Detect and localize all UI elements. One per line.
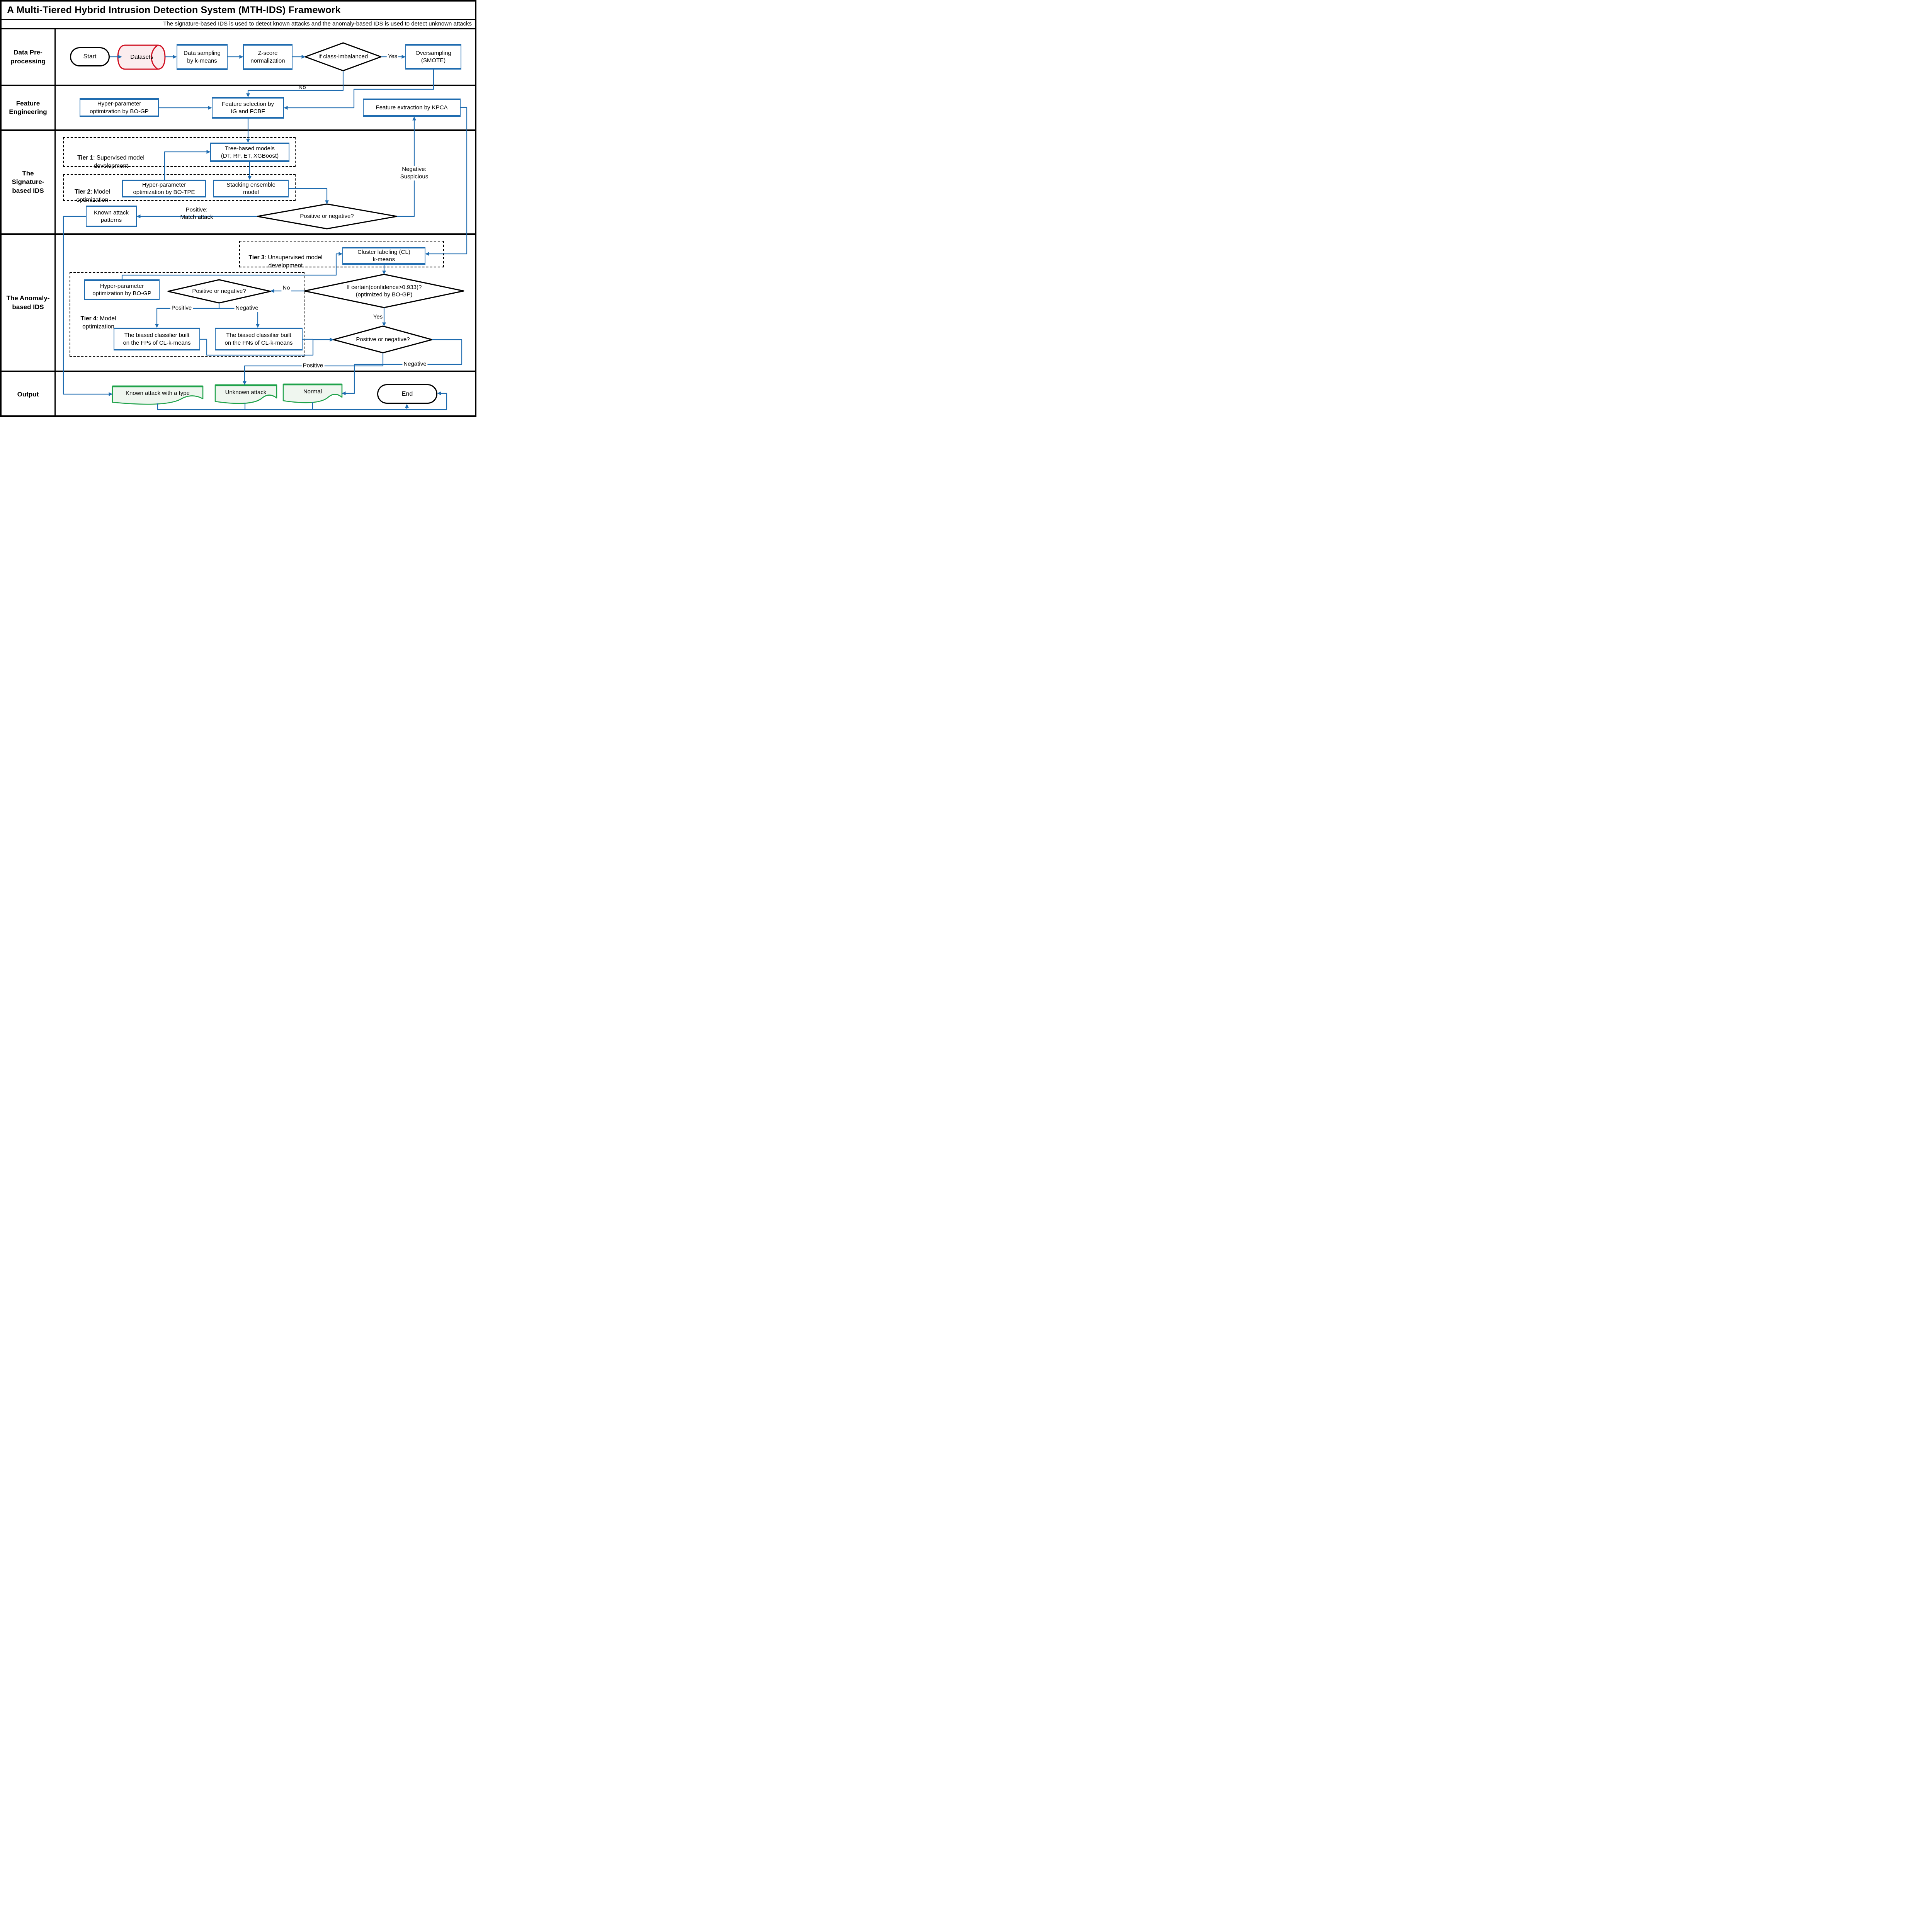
- edge-botpe-treemodels: [164, 150, 211, 180]
- end-node: End: [377, 384, 437, 404]
- grid-line-row3: [2, 233, 475, 235]
- final-result-label: Positive or negative?: [356, 336, 410, 343]
- tier4-label: Tier 4: Model optimization: [70, 306, 126, 331]
- class-imbalanced-label: If class-imbalanced: [318, 53, 368, 60]
- tier2-container: [63, 174, 296, 201]
- tier1-label: Tier 1: Supervised model development: [66, 145, 155, 170]
- grid-line-title: [2, 19, 475, 20]
- edge-knownpatterns-knowntype: [63, 216, 113, 396]
- edge-label-positive-match: Positive: Match attack: [180, 206, 213, 220]
- hpo-botpe-node: Hyper-parameter optimization by BO-TPE: [122, 180, 206, 197]
- hpo-bogp-t4-node: Hyper-parameter optimization by BO-GP: [84, 279, 160, 300]
- tier1-label-rest: : Supervised model development: [93, 154, 145, 170]
- hpo-bogp-fe-node: Hyper-parameter optimization by BO-GP: [80, 98, 159, 117]
- edge-negative-kpca: [397, 116, 416, 217]
- edge-label-negative-t4: Negative: [234, 304, 260, 312]
- edge-label-no-imbalance: No: [298, 84, 306, 91]
- feature-selection-node: Feature selection by IG and FCBF: [212, 97, 284, 119]
- tier2-label-bold: Tier 2: [75, 188, 91, 195]
- output-normal-label: Normal: [303, 388, 322, 395]
- tier4-label-bold: Tier 4: [80, 315, 97, 322]
- grid-line-subtitle: [2, 28, 475, 29]
- edge-label-negative-final: Negative: [402, 361, 428, 368]
- datasets-node-label: Datasets: [130, 54, 153, 61]
- lane-label-anomaly-ids: The Anomaly- based IDS: [6, 294, 50, 311]
- doc-known-attack-shape: [112, 385, 204, 405]
- if-certain-label: If certain(confidence>0.933)? (optimized…: [346, 284, 422, 298]
- grid-line-row2: [2, 129, 475, 131]
- grid-line-row1: [2, 85, 475, 86]
- lane-label-output: Output: [17, 391, 39, 398]
- tier3-label: Tier 3: Unsupervised model development: [241, 245, 330, 270]
- edge-fp-finaldiamond: [200, 338, 334, 356]
- output-unknown-attack-label: Unknown attack: [225, 389, 267, 396]
- connector-layer: [63, 42, 468, 410]
- edge-label-yes-smote: Yes: [386, 53, 399, 61]
- tier4-container: [70, 272, 304, 357]
- edge-stacking-diamond: [289, 188, 329, 204]
- tier2-label-rest: : Model optimization: [76, 188, 110, 204]
- page-title: A Multi-Tiered Hybrid Intrusion Detectio…: [7, 5, 341, 15]
- edge-smote-featsel: [284, 70, 434, 110]
- edge-label-negative-suspicious: Negative: Suspicious: [399, 166, 430, 180]
- data-sampling-node: Data sampling by k-means: [177, 44, 228, 70]
- doc-unknown-attack-shape: [214, 384, 277, 404]
- tier3-label-rest: : Unsupervised model development: [264, 254, 323, 269]
- lane-label-feature-engineering: Feature Engineering: [9, 99, 47, 116]
- tier3-label-bold: Tier 3: [248, 254, 265, 261]
- biased-fp-node: The biased classifier built on the FPs o…: [114, 328, 200, 350]
- edge-label-no-uncertain: No: [281, 284, 291, 292]
- signature-result-label: Positive or negative?: [300, 213, 354, 220]
- tier4-result-label: Positive or negative?: [192, 288, 246, 295]
- tier4-label-rest: : Model optimization: [82, 315, 116, 330]
- kpca-node: Feature extraction by KPCA: [363, 99, 461, 117]
- mth-ids-framework-diagram: A Multi-Tiered Hybrid Intrusion Detectio…: [0, 0, 476, 417]
- biased-fn-node: The biased classifier built on the FNs o…: [215, 328, 303, 350]
- edge-label-positive-t4: Positive: [170, 304, 193, 312]
- smote-node: Oversampling (SMOTE): [405, 44, 461, 70]
- edge-bogp2-clusterlabeling: [121, 252, 343, 279]
- edge-kpca-clusterlabeling: [425, 107, 468, 256]
- edge-label-yes-certain: Yes: [373, 313, 383, 320]
- grid-line-sidebar: [54, 28, 56, 415]
- lane-label-data-preprocessing: Data Pre- processing: [10, 49, 46, 65]
- edge-imbalanced-no-featsel: [246, 71, 344, 97]
- known-patterns-node: Known attack patterns: [86, 206, 137, 227]
- edge-collector-end-right: [157, 391, 447, 410]
- stacking-node: Stacking ensemble model: [213, 180, 289, 197]
- edge-label-positive-final: Positive: [301, 362, 325, 370]
- datasets-cylinder-cap: [151, 44, 158, 70]
- tier2-label: Tier 2: Model optimization: [63, 179, 121, 204]
- tier1-container: [63, 137, 296, 167]
- diagram-subtitle: The signature-based IDS is used to detec…: [163, 20, 472, 27]
- lane-label-signature-ids: The Signature- based IDS: [12, 170, 44, 194]
- cluster-labeling-node: Cluster labeling (CL) k-means: [342, 247, 425, 265]
- diamond-if-certain: [304, 274, 464, 308]
- tier1-label-bold: Tier 1: [77, 154, 94, 161]
- doc-normal-shape: [282, 383, 343, 403]
- grid-line-row4: [2, 371, 475, 372]
- start-node: Start: [70, 47, 110, 66]
- tree-models-node: Tree-based models (DT, RF, ET, XGBoost): [210, 143, 289, 162]
- zscore-node: Z-score normalization: [243, 44, 293, 70]
- output-known-attack-label: Known attack with a type: [126, 390, 190, 397]
